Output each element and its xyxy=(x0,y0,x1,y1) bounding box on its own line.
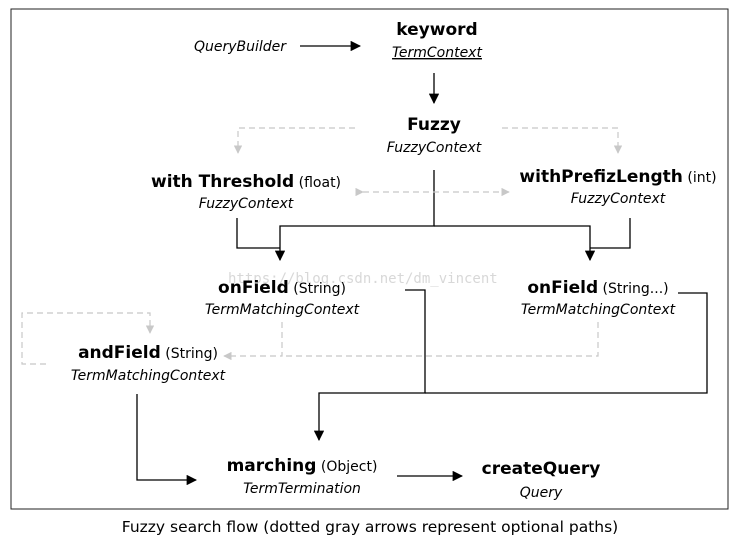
svg-text:TermTermination: TermTermination xyxy=(243,481,361,497)
svg-text:onField (String): onField (String) xyxy=(218,278,346,298)
figure-caption: Fuzzy search flow (dotted gray arrows re… xyxy=(122,518,618,536)
optional-arrow-onfield-left-to-andfield xyxy=(223,322,283,361)
svg-text:QueryBuilder: QueryBuilder xyxy=(194,39,287,55)
node-marching: marching (Object) TermTermination xyxy=(227,456,378,497)
node-query-builder: QueryBuilder xyxy=(194,39,287,55)
node-keyword: keyword TermContext xyxy=(392,20,482,61)
node-and-field: andField (String) TermMatchingContext xyxy=(71,343,226,384)
svg-text:createQuery: createQuery xyxy=(482,459,601,479)
svg-text:TermMatchingContext: TermMatchingContext xyxy=(71,368,226,384)
arrow-andfield-to-marching xyxy=(136,394,198,486)
arrow-fuzzy-to-onfield-right xyxy=(434,225,596,262)
svg-text:with Threshold (float): with Threshold (float) xyxy=(151,172,341,192)
node-with-threshold: with Threshold (float) FuzzyContext xyxy=(151,172,341,212)
node-fuzzy: Fuzzy FuzzyContext xyxy=(387,115,482,156)
svg-text:FuzzyContext: FuzzyContext xyxy=(571,191,666,207)
svg-text:TermContext: TermContext xyxy=(392,45,482,61)
svg-text:Query: Query xyxy=(520,485,563,501)
svg-text:TermMatchingContext: TermMatchingContext xyxy=(521,302,676,318)
arrow-onfield-right-to-marching xyxy=(425,292,708,394)
node-create-query: createQuery Query xyxy=(482,459,601,501)
svg-text:andField (String): andField (String) xyxy=(78,343,218,363)
svg-text:TermMatchingContext: TermMatchingContext xyxy=(205,302,360,318)
watermark: https://blog.csdn.net/dm_vincent xyxy=(228,271,498,287)
optional-arrow-fuzzy-to-threshold xyxy=(233,127,355,154)
svg-text:Fuzzy: Fuzzy xyxy=(407,115,461,135)
arrow-fuzzy-to-onfield-left xyxy=(274,170,435,262)
svg-text:FuzzyContext: FuzzyContext xyxy=(199,196,294,212)
optional-arrow-onfield-right-to-andfield xyxy=(282,322,599,357)
svg-text:withPrefizLength (int): withPrefizLength (int) xyxy=(519,167,716,187)
node-on-field-right: onField (String...) TermMatchingContext xyxy=(521,278,676,318)
arrow-threshold-to-onfield-left xyxy=(236,218,280,249)
svg-text:keyword: keyword xyxy=(396,20,477,40)
svg-text:FuzzyContext: FuzzyContext xyxy=(387,140,482,156)
svg-text:onField (String...): onField (String...) xyxy=(527,278,668,298)
node-on-field-left: onField (String) TermMatchingContext xyxy=(205,278,360,318)
node-with-prefix-length: withPrefizLength (int) FuzzyContext xyxy=(519,167,716,207)
optional-arrow-andfield-loop xyxy=(21,312,155,365)
optional-arrow-fuzzy-to-prefix xyxy=(502,127,623,154)
svg-text:marching (Object): marching (Object) xyxy=(227,456,378,476)
diagram-frame xyxy=(10,8,729,510)
arrow-prefix-to-onfield-right xyxy=(590,218,631,249)
